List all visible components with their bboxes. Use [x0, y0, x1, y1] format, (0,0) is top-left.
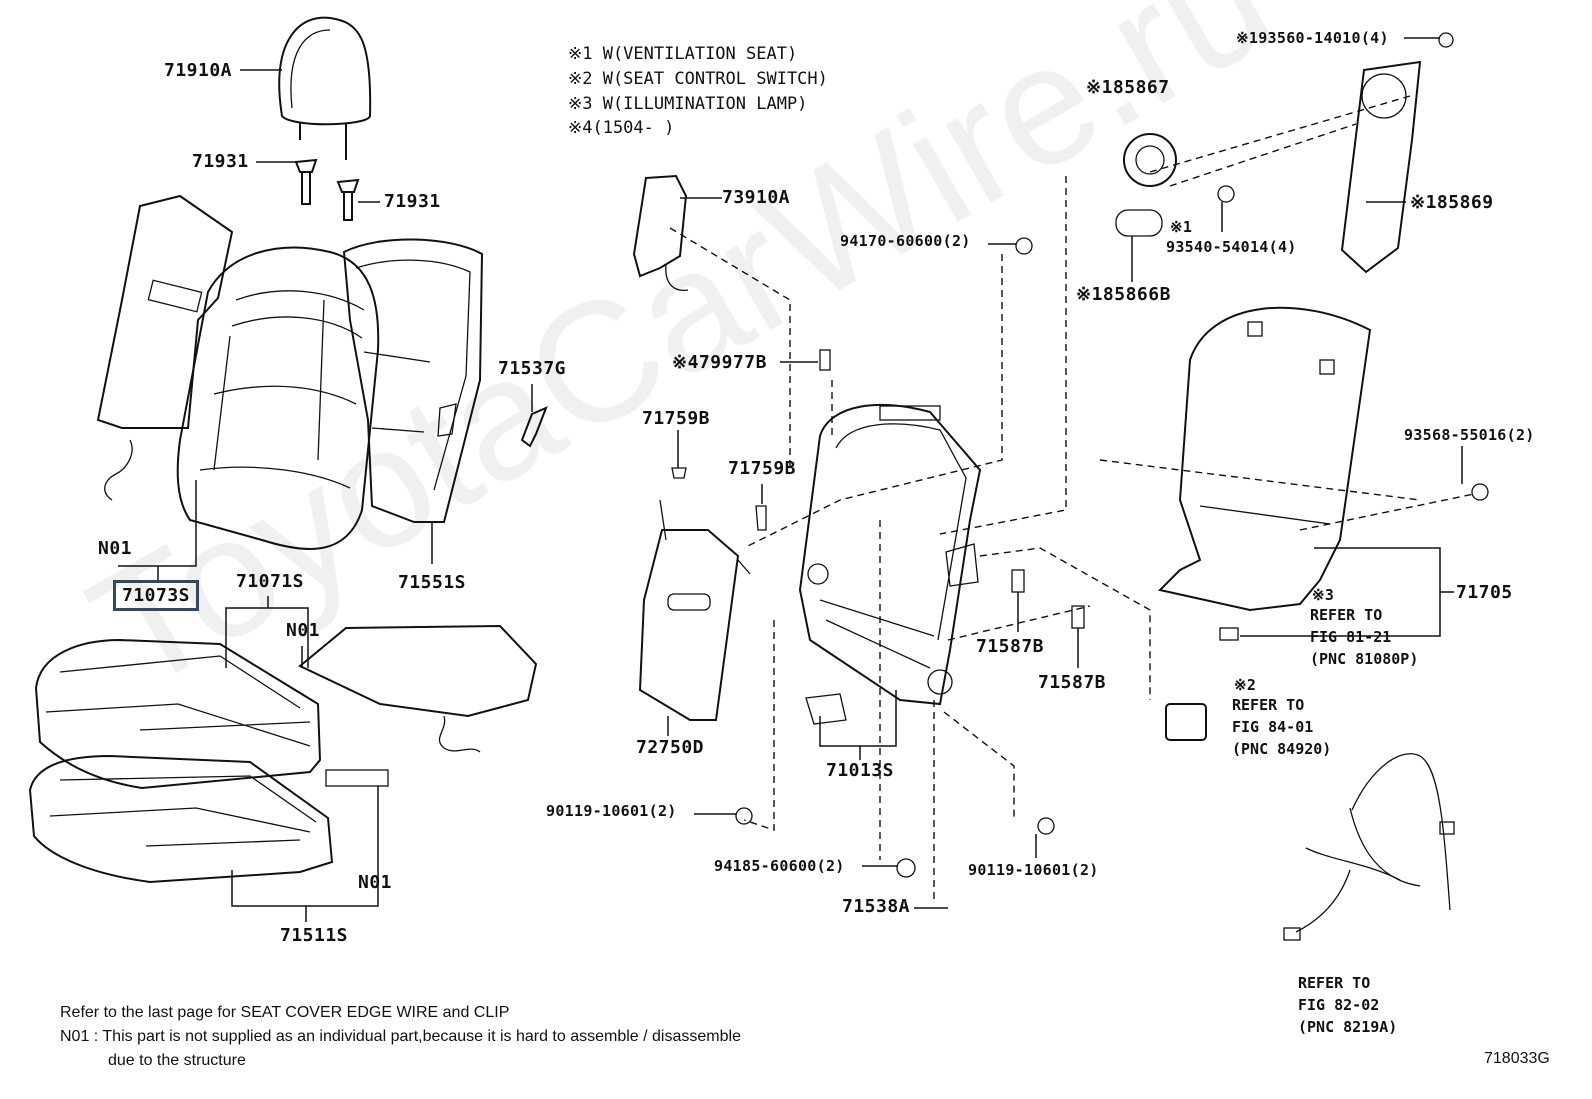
note-label-n01-cushion-pad: N01	[358, 872, 393, 893]
occupant-sensor-drawing	[632, 174, 689, 292]
footer-note-2: N01 : This part is not supplied as an in…	[60, 1028, 741, 1045]
part-label-90119-10601-right[interactable]: 90119-10601(2)	[968, 861, 1099, 879]
part-label-71759B-left[interactable]: 71759B	[642, 408, 711, 429]
seat-switch-drawing	[1165, 627, 1239, 741]
note-1: ※1 W(VENTILATION SEAT)	[568, 44, 798, 64]
part-label-93540-54014[interactable]: 93540-54014(4)	[1166, 238, 1297, 256]
part-label-185866B[interactable]: ※185866B	[1076, 284, 1171, 305]
seat-cushion-pad-drawing	[28, 754, 334, 884]
footer-note-1: Refer to the last page for SEAT COVER ED…	[60, 1004, 510, 1021]
part-label-94185-60600[interactable]: 94185-60600(2)	[714, 857, 845, 875]
reference-fig-82-02[interactable]: REFER TO FIG 82-02 (PNC 8219A)	[1298, 972, 1397, 1038]
part-label-71551S[interactable]: 71551S	[398, 572, 467, 593]
part-label-71013S[interactable]: 71013S	[826, 760, 895, 781]
note-label-n01-back: N01	[98, 538, 133, 559]
part-label-71759B-right[interactable]: 71759B	[728, 458, 797, 479]
seatback-frame-pad-drawing	[342, 238, 484, 523]
part-label-71071S[interactable]: 71071S	[236, 571, 305, 592]
part-label-193560-14010[interactable]: ※193560-14010(4)	[1236, 29, 1389, 47]
reference-fig-81-21[interactable]: REFER TO FIG 81-21 (PNC 81080P)	[1310, 604, 1418, 670]
seat-cushion-cover-drawing	[34, 638, 322, 790]
ref-line: FIG 82-02	[1298, 996, 1380, 1014]
part-label-71073S-highlighted[interactable]: 71073S	[113, 580, 200, 611]
note-mark-3: ※3	[1312, 586, 1335, 604]
part-label-73910A[interactable]: 73910A	[722, 187, 791, 208]
note-3: ※3 W(ILLUMINATION LAMP)	[568, 94, 808, 114]
ref-line: (PNC 8219A)	[1298, 1018, 1398, 1036]
fasteners-drawing	[735, 32, 1489, 878]
note-2: ※2 W(SEAT CONTROL SWITCH)	[568, 69, 828, 89]
part-label-93568-55016[interactable]: 93568-55016(2)	[1404, 426, 1535, 444]
note-label-n01-cushion-cover: N01	[286, 620, 321, 641]
headrest-drawing	[278, 16, 372, 160]
seatback-cover-drawing	[176, 246, 380, 551]
footer-note-3: due to the structure	[108, 1052, 246, 1069]
switch-base-drawing	[638, 499, 751, 721]
note-mark-1: ※1	[1170, 218, 1193, 236]
figure-id: 718033G	[1484, 1050, 1550, 1067]
ref-line: FIG 84-01	[1232, 718, 1314, 736]
ref-line: (PNC 84920)	[1232, 740, 1332, 758]
part-label-94170-60600[interactable]: 94170-60600(2)	[840, 232, 971, 250]
part-label-71910A[interactable]: 71910A	[164, 60, 233, 81]
part-label-72750D[interactable]: 72750D	[636, 737, 705, 758]
reference-fig-84-01[interactable]: REFER TO FIG 84-01 (PNC 84920)	[1232, 694, 1331, 760]
ref-line: FIG 81-21	[1310, 628, 1392, 646]
seat-frame-drawing	[798, 403, 982, 725]
trim-clip-71537G	[520, 406, 548, 448]
dashed-guide-lines	[669, 95, 1475, 900]
ref-line: REFER TO	[1310, 606, 1383, 624]
leader-lines	[118, 37, 1463, 922]
headrest-guides	[294, 158, 360, 221]
note-4: ※4(1504- )	[568, 118, 675, 138]
seat-heater-mat-drawing	[298, 624, 538, 787]
part-label-71931-left[interactable]: 71931	[192, 151, 249, 172]
part-label-90119-10601-left[interactable]: 90119-10601(2)	[546, 802, 677, 820]
part-label-479977B[interactable]: ※479977B	[672, 352, 767, 373]
part-label-71587B-left[interactable]: 71587B	[976, 636, 1045, 657]
part-label-71538A[interactable]: 71538A	[842, 896, 911, 917]
seatback-board-drawing	[1158, 306, 1372, 612]
ref-line: REFER TO	[1232, 696, 1305, 714]
part-label-71931-right[interactable]: 71931	[384, 191, 441, 212]
part-label-185869[interactable]: ※185869	[1410, 192, 1494, 213]
part-label-185867[interactable]: ※185867	[1086, 77, 1170, 98]
ref-line: (PNC 81080P)	[1310, 650, 1419, 668]
part-label-71705[interactable]: 71705	[1456, 582, 1513, 603]
seatback-pad-drawing	[96, 194, 234, 501]
note-mark-2: ※2	[1234, 676, 1257, 694]
wire-harness-drawing	[1283, 753, 1455, 941]
ref-line: REFER TO	[1298, 974, 1371, 992]
part-label-71537G[interactable]: 71537G	[498, 358, 567, 379]
ventilation-parts-drawing	[1115, 60, 1422, 274]
part-label-71511S[interactable]: 71511S	[280, 925, 349, 946]
part-label-71587B-right[interactable]: 71587B	[1038, 672, 1107, 693]
